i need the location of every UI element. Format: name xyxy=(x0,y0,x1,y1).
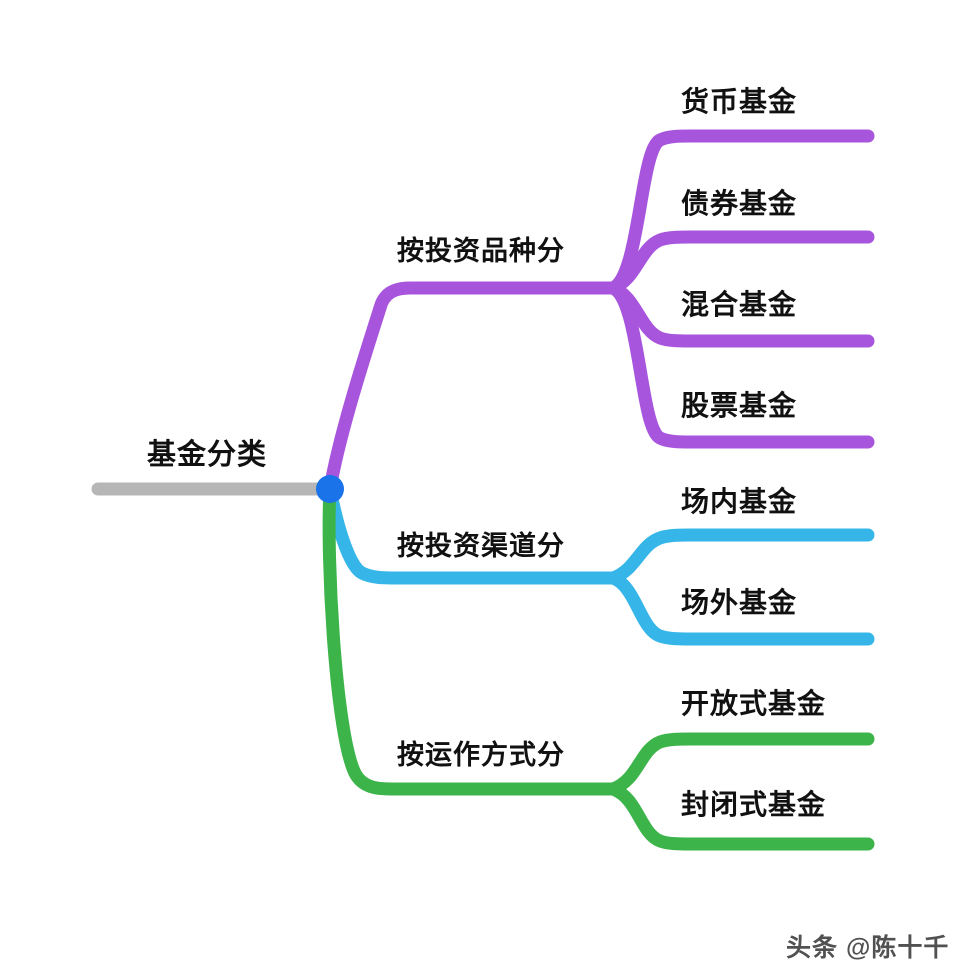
branch-label-operation-mode: 按运作方式分 xyxy=(397,740,565,770)
leaf-label-closed-end-fund: 封闭式基金 xyxy=(681,789,827,820)
branch-connector-green xyxy=(322,482,620,796)
leaf-connector-blue-2 xyxy=(606,571,875,646)
leaf-connector-purple-2 xyxy=(606,230,875,295)
watermark-text: 头条 @陈十千 xyxy=(786,934,950,962)
root-label: 基金分类 xyxy=(147,439,268,471)
leaf-connector-green-2 xyxy=(606,782,875,851)
branch-connector-purple xyxy=(323,281,620,496)
root-hub-node[interactable] xyxy=(316,475,344,503)
leaf-label-equity-fund: 股票基金 xyxy=(681,390,798,421)
leaf-connector-purple-4 xyxy=(606,281,875,449)
branch-connector-blue xyxy=(323,482,620,585)
branch-label-investment-product: 按投资品种分 xyxy=(397,236,565,266)
leaf-connector-green-1 xyxy=(606,732,875,796)
leaf-label-bond-fund: 债券基金 xyxy=(681,188,798,219)
leaf-label-money-fund: 货币基金 xyxy=(681,86,798,117)
leaf-connector-purple-1 xyxy=(606,129,875,295)
leaf-label-on-exchange-fund: 场内基金 xyxy=(681,486,798,517)
leaf-label-open-end-fund: 开放式基金 xyxy=(681,688,827,719)
leaf-label-off-exchange-fund: 场外基金 xyxy=(681,587,798,618)
leaf-label-hybrid-fund: 混合基金 xyxy=(681,289,798,320)
leaf-connector-blue-1 xyxy=(606,528,875,585)
branch-label-investment-channel: 按投资渠道分 xyxy=(397,531,565,561)
